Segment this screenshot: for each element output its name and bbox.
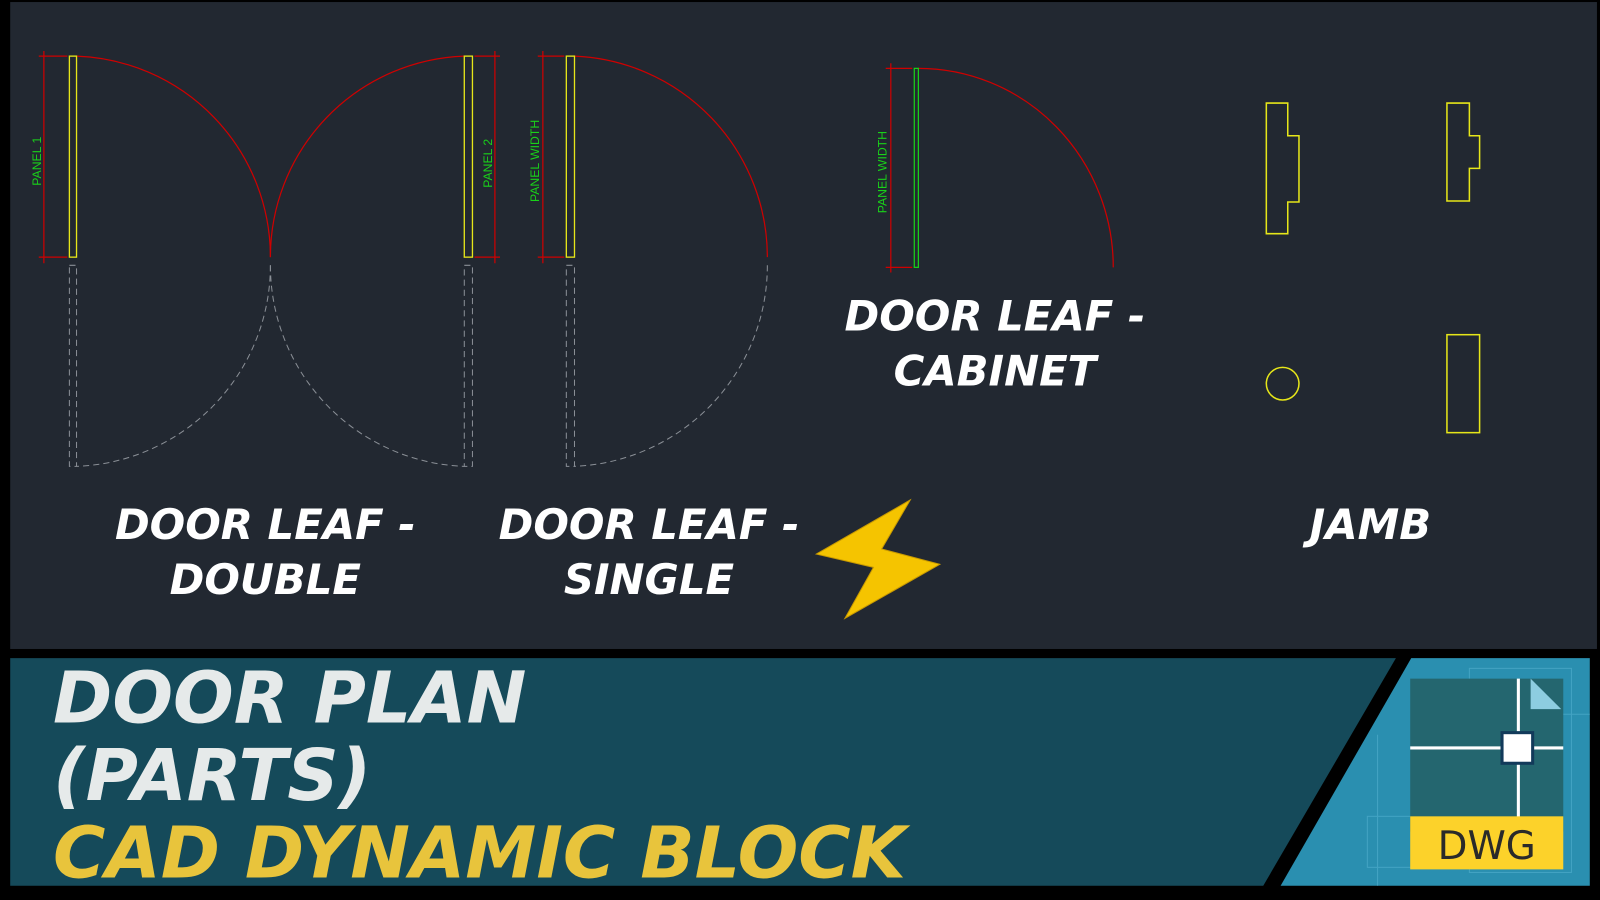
lightning-bolt-icon (814, 498, 942, 620)
jamb-block (1265, 102, 1481, 434)
title-line-2: (PARTS) (53, 734, 371, 817)
label-cabinet-line1: DOOR LEAF - (845, 292, 1146, 341)
label-double-line1: DOOR LEAF - (115, 500, 416, 549)
label-double-line2: DOUBLE (170, 555, 362, 604)
label-single-line2: SINGLE (564, 555, 735, 604)
door-leaf-double-block: PANEL 1 PANEL 2 (30, 51, 500, 467)
dimension-panel-width: PANEL WIDTH (528, 120, 542, 202)
cad-canvas (10, 2, 1597, 649)
label-cabinet-line2: CABINET (894, 347, 1100, 396)
title-banner (10, 658, 1396, 886)
dwg-badge: DWG (1438, 824, 1536, 869)
dimension-panel-2: PANEL 2 (481, 139, 495, 188)
dimension-cabinet-width: PANEL WIDTH (876, 131, 890, 213)
door-leaf-single-block: PANEL WIDTH (528, 51, 768, 467)
dwg-file-icon: DWG (1410, 678, 1564, 870)
label-single-line1: DOOR LEAF - (499, 500, 800, 549)
title-line-1: DOOR PLAN (53, 656, 526, 739)
door-leaf-cabinet-block: PANEL WIDTH (876, 63, 1114, 273)
subtitle: CAD DYNAMIC BLOCK (53, 812, 911, 895)
dimension-panel-1: PANEL 1 (30, 137, 44, 186)
label-jamb: JAMB (1303, 500, 1431, 549)
